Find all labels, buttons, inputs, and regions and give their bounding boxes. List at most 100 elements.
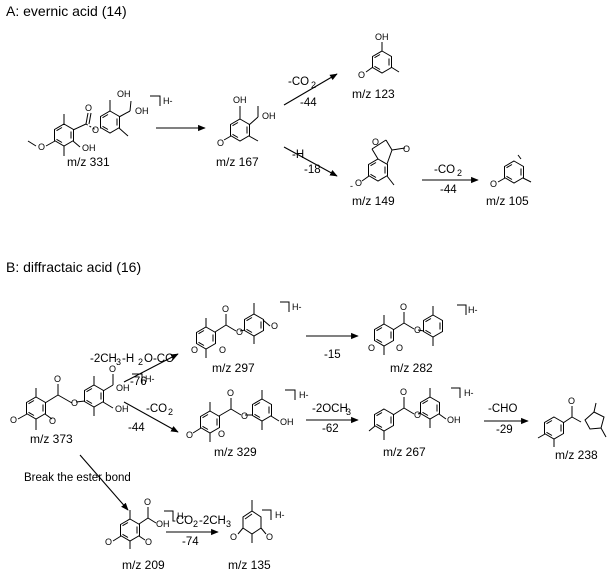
methoxy-o-atom: O (105, 537, 112, 547)
subscript-2c: 2 (138, 357, 143, 367)
carbonyl-o-atom: O (54, 374, 61, 384)
epoxide-o-atom: O (271, 321, 278, 331)
molecule-282: O O O O H- (368, 302, 478, 355)
subscript-2d: 2 (168, 407, 173, 417)
ester-o-atom: O (414, 325, 421, 335)
loss-cho-label: -CHO (488, 403, 517, 415)
methoxy-o-atom-2: O (145, 537, 152, 547)
loss-74-label: -74 (182, 536, 199, 548)
loss-62-label: -62 (322, 423, 339, 435)
molecule-297: O O O O O H- (191, 301, 302, 358)
mz-209: m/z 209 (122, 558, 165, 572)
molecule-167: OH OH O (217, 95, 276, 148)
oh-atom: OH (447, 415, 461, 425)
charge-mark: H- (299, 390, 309, 400)
loss-29-label: -29 (496, 424, 513, 436)
charge-mark: H- (177, 511, 187, 521)
loss-18-label: -18 (304, 164, 321, 176)
o-co-label: O-CO (144, 353, 174, 365)
carbonyl-o-atom: O (400, 387, 407, 397)
oh-atom: OH (262, 111, 276, 121)
loss-co2-label: -CO (288, 76, 309, 88)
o-radical-atom-2: O (219, 345, 226, 355)
subscript-2b: 2 (457, 168, 462, 178)
loss-76-label: -76 (130, 376, 147, 388)
loss-44-label: -44 (128, 422, 145, 434)
charge-mark: H- (468, 305, 478, 315)
methoxy-o-atom-2: O (49, 416, 56, 426)
oh-atom: OH (117, 89, 131, 99)
subscript-2e: 2 (193, 519, 198, 529)
ester-o-atom: O (71, 398, 78, 408)
h2o-co-label: -H (122, 353, 134, 365)
oh-atom: OH (233, 95, 247, 105)
charge-mark: H- (275, 510, 285, 520)
carbonyl-o-atom: O (85, 103, 92, 113)
loss-co2-label-2: -CO (434, 164, 455, 176)
acid-o-atom: O (144, 497, 151, 507)
ester-break-label: Break the ester bond (24, 472, 131, 484)
arrow-167-123 (283, 73, 338, 106)
o-radical-atom: O (191, 345, 198, 355)
arrow-167-149 (283, 146, 338, 177)
loss-44-label-2: -44 (440, 184, 457, 196)
subscript-3b: 3 (346, 407, 351, 417)
carbonyl-o-atom: O (568, 396, 575, 406)
methoxy-o-atom-2: O (218, 429, 225, 439)
loss-co2-2ch3-label: -CO (172, 515, 193, 527)
mz-331: m/z 331 (67, 155, 110, 169)
ester-o-atom: O (92, 125, 99, 135)
mz-238: m/z 238 (555, 448, 598, 462)
o-radical-atom-2: O (396, 343, 403, 353)
molecule-105: O (490, 154, 532, 189)
mz-105: m/z 105 (486, 194, 529, 208)
molecule-329: O O OH O O H- (186, 388, 309, 442)
charge-mark: H- (292, 302, 302, 312)
ester-o-atom: O (414, 410, 421, 420)
molecule-209: O OH O O H- (105, 497, 187, 549)
methoxy-o-atom: O (38, 142, 45, 152)
carbonyl-o-atom: O (400, 302, 407, 312)
loss-ch3-label: -2CH (90, 353, 117, 365)
o-minus-atom: O (358, 70, 365, 80)
mz-135: m/z 135 (228, 558, 271, 572)
mz-149: m/z 149 (352, 194, 395, 208)
panel-b-header: B: diffractaic acid (16) (6, 259, 141, 275)
methoxy-o-atom: O (10, 415, 17, 425)
oh-atom: OH (375, 32, 389, 42)
loss-h2o-label: -H (292, 149, 304, 161)
oh-atom-2: OH (82, 143, 96, 153)
acid-oh-atom: OH (135, 106, 149, 116)
carbonyl-o-atom: O (227, 388, 234, 398)
charge-mark: H- (163, 96, 173, 106)
oh-atom: OH (280, 417, 294, 427)
loss-44-label: -44 (300, 97, 317, 109)
mz-167: m/z 167 (216, 155, 259, 169)
mz-267: m/z 267 (383, 445, 426, 459)
subscript-2: 2 (311, 80, 316, 90)
ring-o-atom: O (372, 137, 379, 147)
mz-282: m/z 282 (390, 361, 433, 375)
panel-a-header: A: evernic acid (14) (6, 3, 127, 19)
ketone-o-atom: O (230, 532, 237, 542)
molecule-267: O O OH H- (368, 387, 474, 440)
molecule-238: O (537, 396, 607, 447)
acid-oh-atom: OH (156, 519, 170, 529)
acid-oh-atom: OH (116, 383, 130, 393)
o-atom: O (355, 178, 362, 188)
loss-och3-label: -2OCH (312, 403, 348, 415)
molecule-123: OH O (358, 32, 400, 80)
subscript-3: 3 (116, 357, 121, 367)
carbonyl-o-atom: O (403, 144, 410, 154)
o-minus-atom: O (217, 138, 224, 148)
molecule-evernic-acid: O O OH OH OH O H- (27, 89, 173, 156)
mz-329: m/z 329 (214, 445, 257, 459)
molecule-135: O O H- (230, 500, 285, 543)
mz-373: m/z 373 (30, 432, 73, 446)
mz-297: m/z 297 (212, 361, 255, 375)
acid-o-atom: O (109, 364, 116, 374)
ester-o-atom: O (241, 411, 248, 421)
molecule-diffractaic-acid: O O O OH OH O O H- (10, 364, 155, 430)
minus-2ch3-label: -2CH (199, 515, 226, 527)
o-radical-atom: O (368, 343, 375, 353)
